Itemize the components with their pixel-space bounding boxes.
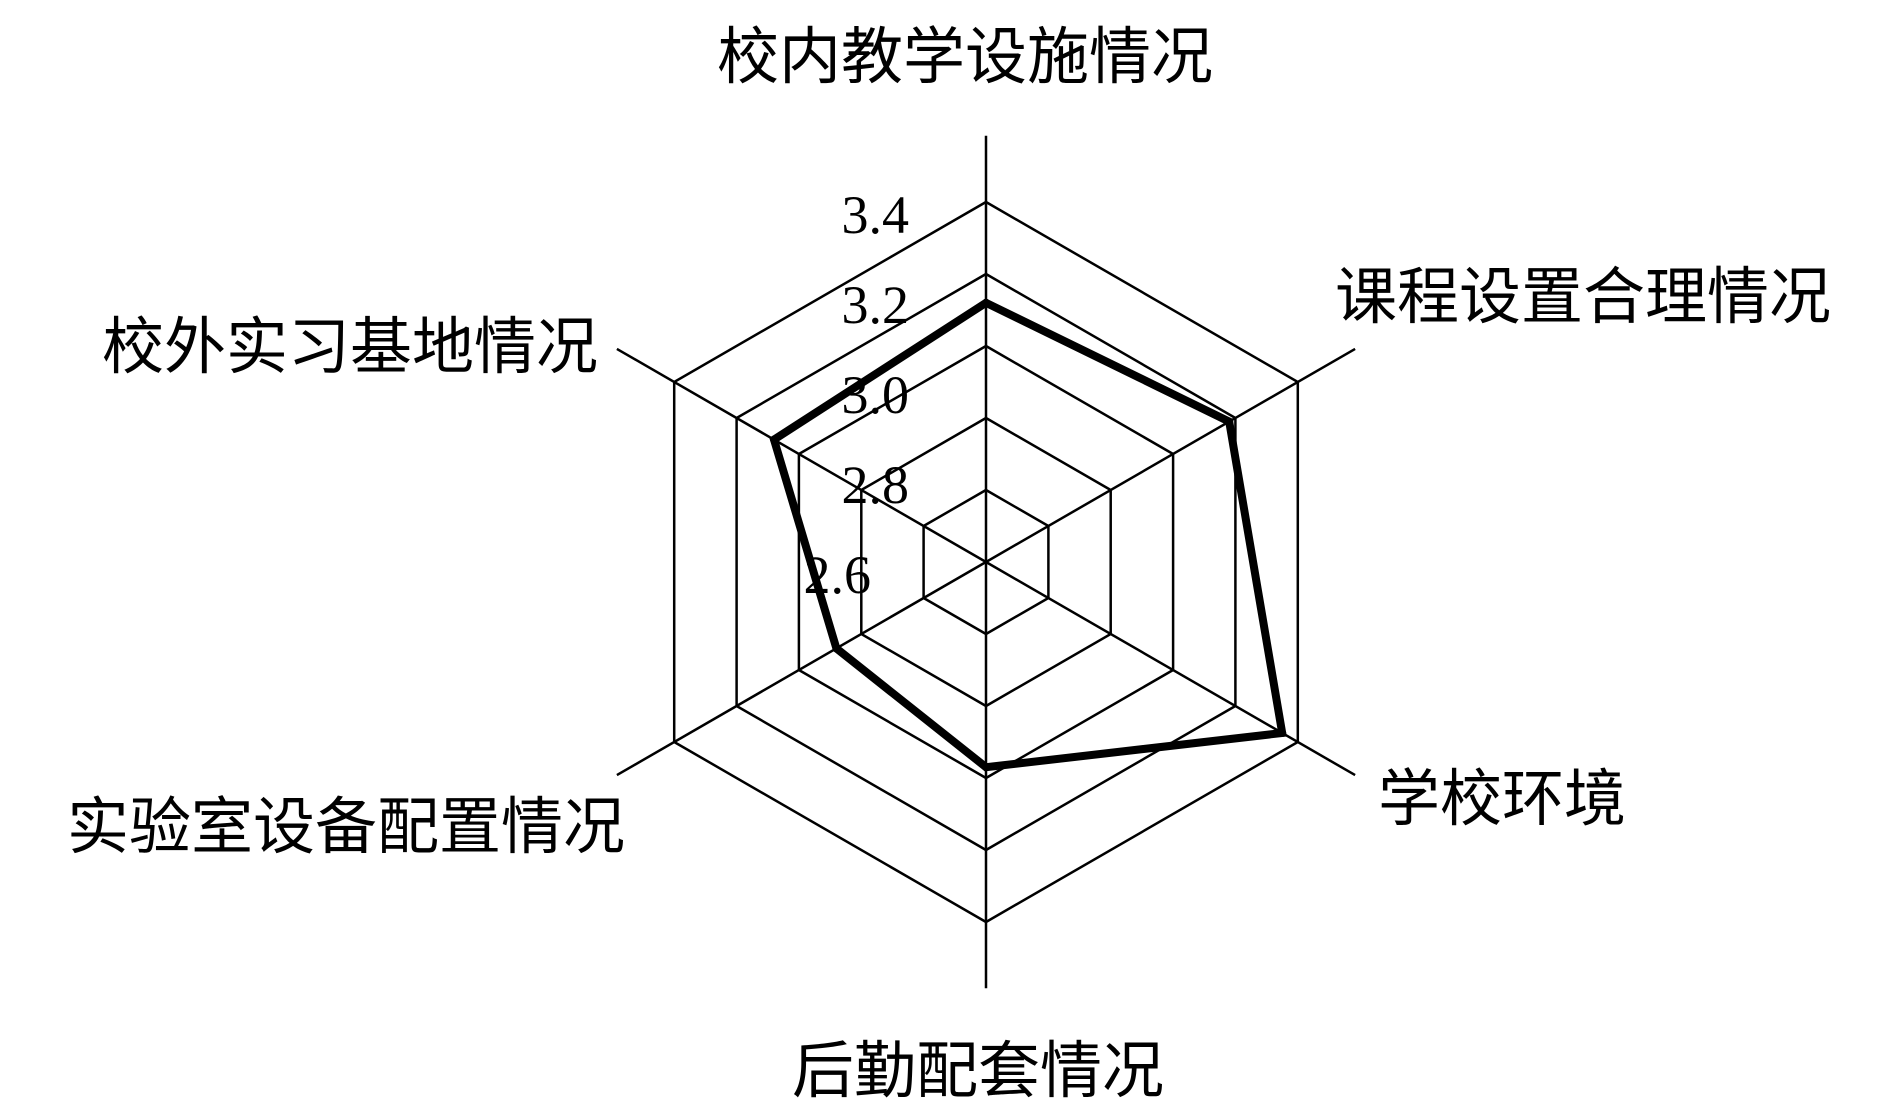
tick-label-3-4: 3.4 xyxy=(842,185,910,245)
data-point-2 xyxy=(1278,729,1287,737)
tick-label-3-0: 3.0 xyxy=(842,365,910,425)
radar-axes xyxy=(616,135,1356,989)
category-labels: 校内教学设施情况 课程设置合理情况 学校环境 后勤配套情况 实验室设备配置情况 … xyxy=(67,20,1831,1107)
category-label-campus-teaching-facilities: 校内教学设施情况 xyxy=(717,20,1213,93)
axis-spoke-4 xyxy=(616,560,987,777)
data-point-0 xyxy=(982,298,990,307)
category-label-off-campus-internship-bases: 校外实习基地情况 xyxy=(102,310,598,383)
axis-spoke-5 xyxy=(616,347,987,564)
axis-spoke-1 xyxy=(985,347,1356,564)
radial-tick-labels: 2.6 2.8 3.0 3.2 3.4 xyxy=(804,185,910,605)
data-point-1 xyxy=(1225,417,1234,426)
data-point-4 xyxy=(832,644,841,653)
data-point-3 xyxy=(982,763,990,772)
data-point-5 xyxy=(770,435,778,444)
tick-label-2-8: 2.8 xyxy=(842,455,910,515)
category-label-logistics-support: 后勤配套情况 xyxy=(792,1034,1164,1107)
category-label-campus-environment: 学校环境 xyxy=(1378,762,1626,835)
tick-label-3-2: 3.2 xyxy=(842,275,910,335)
tick-label-2-6: 2.6 xyxy=(804,545,872,605)
axis-spoke-2 xyxy=(985,560,1356,777)
category-label-curriculum-design: 课程设置合理情况 xyxy=(1335,260,1831,333)
radar-series xyxy=(769,298,1287,772)
category-label-lab-equipment: 实验室设备配置情况 xyxy=(67,790,625,863)
